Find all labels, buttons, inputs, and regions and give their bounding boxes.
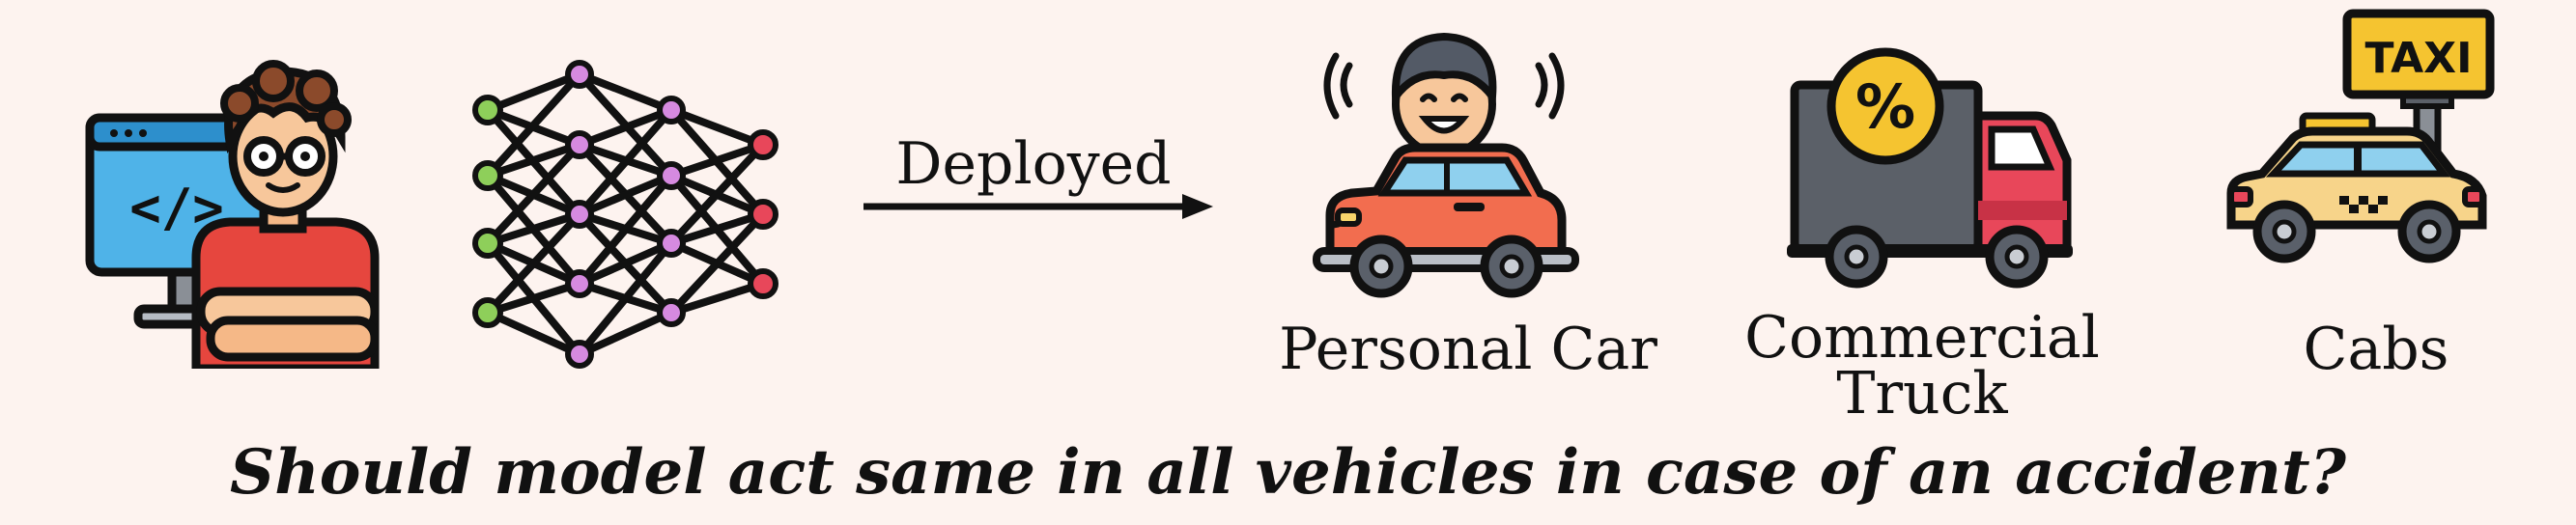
percent-glyph: % bbox=[1855, 71, 1915, 142]
commercial-truck-label-line1: Commercial bbox=[1744, 304, 2100, 372]
cabs-label: Cabs bbox=[2303, 316, 2449, 383]
taxi-sign bbox=[2342, 9, 2495, 99]
personal-car-icon bbox=[1313, 32, 1579, 298]
taxi-sign-text: TAXI bbox=[2365, 34, 2473, 83]
question-caption: Should model act same in all vehicles in… bbox=[230, 436, 2346, 509]
taxi-cab-icon: TAXI bbox=[2226, 9, 2495, 263]
deploy-arrow bbox=[863, 194, 1213, 219]
neural-network-icon bbox=[472, 60, 778, 369]
percent-badge bbox=[1826, 47, 1944, 165]
developer-icon: </> bbox=[85, 60, 380, 369]
commercial-truck-icon: % bbox=[1787, 47, 2073, 289]
arrow-label: Deployed bbox=[895, 130, 1172, 198]
personal-car-label: Personal Car bbox=[1279, 316, 1657, 383]
commercial-truck-label-line2: Truck bbox=[1836, 360, 2008, 428]
